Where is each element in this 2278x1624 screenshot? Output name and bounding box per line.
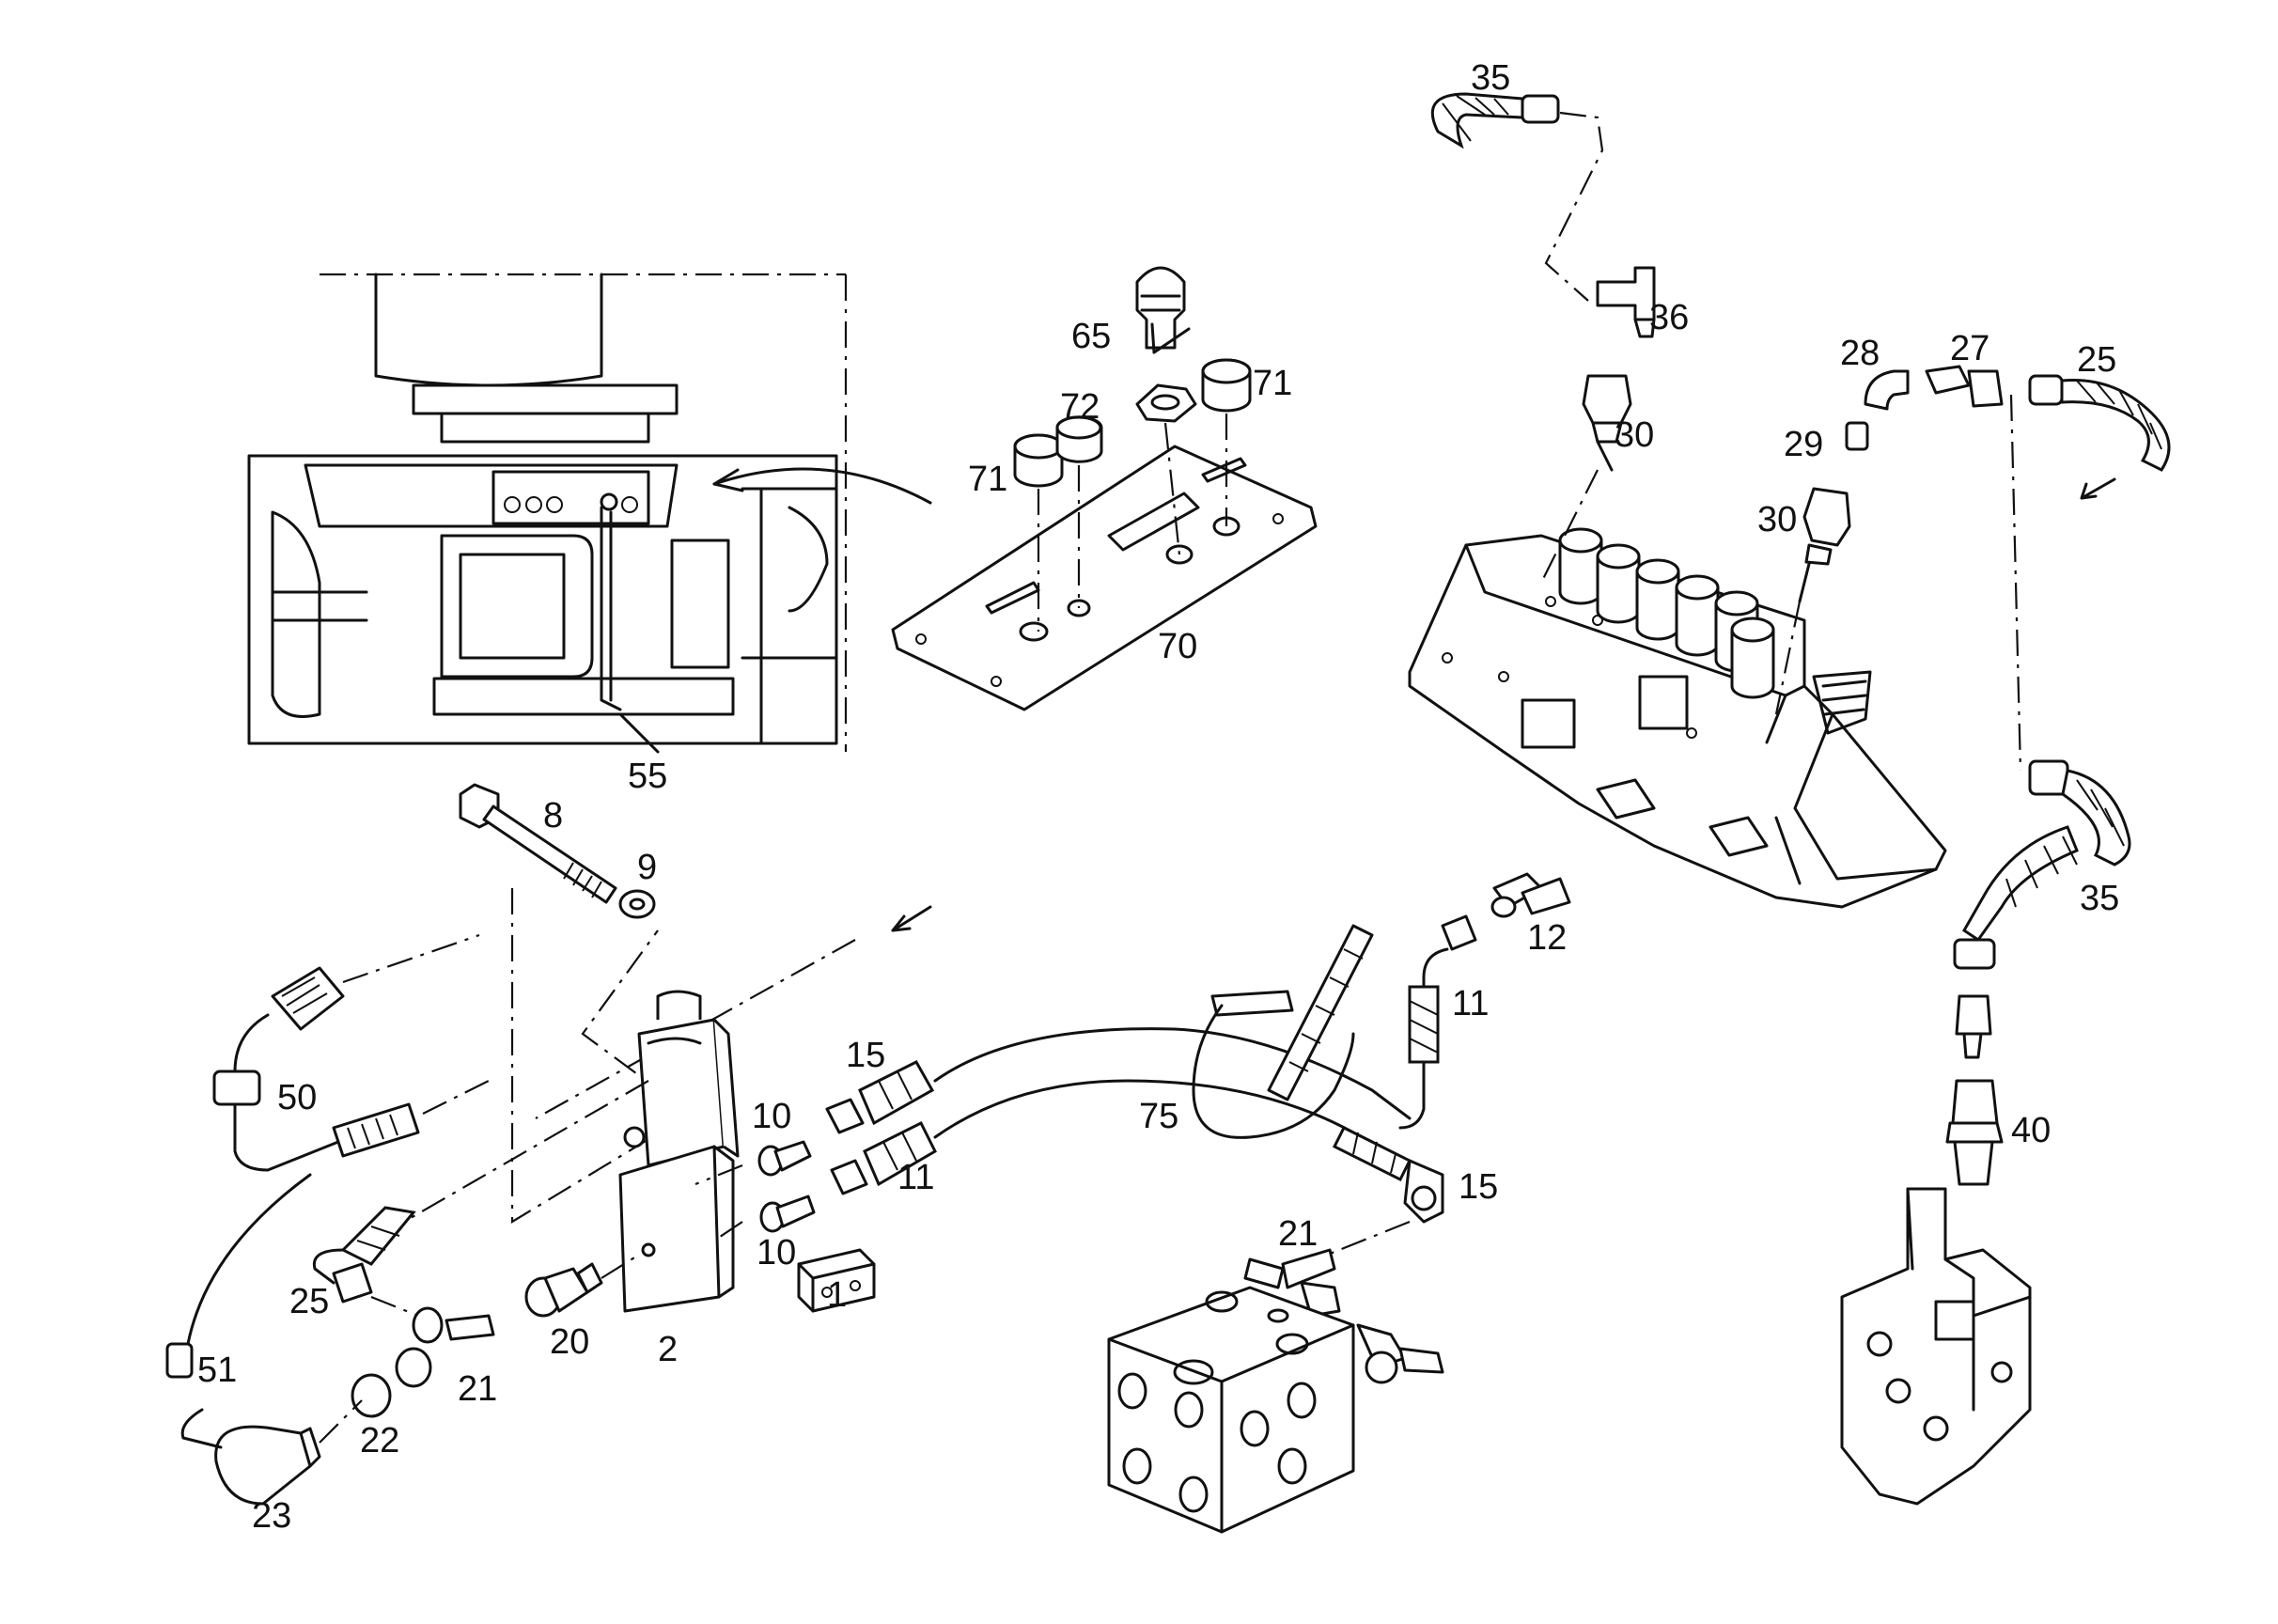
- callout-27: 27: [1950, 329, 1989, 368]
- fitting-27: [1925, 365, 2004, 408]
- callout-15b: 15: [1459, 1167, 1498, 1207]
- hose-11-left: [830, 1120, 937, 1195]
- adapter-30-upper: [1582, 374, 1632, 472]
- washer-9: [618, 889, 656, 919]
- valve-bank: [1408, 527, 1947, 909]
- callout-35b: 35: [2080, 879, 2119, 918]
- callout-labels: 1 2 8 9 10 10 11 11 12 15 15 20 21 21 22…: [197, 58, 2119, 1536]
- leader-30-lower: [1774, 601, 1802, 715]
- nipple-29: [1845, 421, 1869, 451]
- callout-25b: 25: [2077, 340, 2116, 380]
- leader-25-left: [370, 1295, 419, 1318]
- leader-30-upper: [1540, 469, 1599, 584]
- hose-15-left: [825, 1060, 935, 1134]
- leader-23-22: [319, 1399, 363, 1444]
- callout-65: 65: [1071, 317, 1111, 356]
- adapter-30-lower: [1798, 487, 1851, 603]
- callout-15a: 15: [846, 1036, 885, 1075]
- adapter-40: [1945, 994, 2004, 1186]
- callout-50: 50: [277, 1078, 317, 1117]
- solenoid-coils: [1558, 527, 1775, 699]
- plug-71-left: [1013, 433, 1064, 488]
- plate-center-lines: [1037, 414, 1228, 632]
- leader-65: [1150, 322, 1191, 354]
- leader-2-hose: [403, 1080, 649, 1223]
- callout-72: 72: [1060, 387, 1100, 427]
- hose-25-left: [312, 1206, 416, 1304]
- callout-1: 1: [827, 1275, 847, 1315]
- tee-fitting-36: [1596, 266, 1656, 338]
- callout-51: 51: [197, 1351, 237, 1390]
- plug-72: [1055, 415, 1103, 463]
- leader-50: [342, 933, 490, 1115]
- pressure-switch-2: [618, 990, 740, 1313]
- callout-28: 28: [1840, 334, 1880, 373]
- leader-25-right: [2009, 394, 2022, 772]
- sensor-23: [180, 1408, 321, 1506]
- valve-fitting-right: [1356, 1323, 1444, 1384]
- push-button-65: [1135, 266, 1186, 350]
- fitting-10-lower: [759, 1195, 816, 1233]
- hose-25-right: [2028, 374, 2171, 472]
- plug-71-right: [1201, 358, 1252, 413]
- callout-12: 12: [1527, 918, 1567, 958]
- fitting-21-left: [412, 1306, 495, 1344]
- callout-8: 8: [543, 796, 563, 835]
- hose-line-lower: [933, 1079, 1383, 1148]
- callout-22: 22: [360, 1421, 399, 1460]
- callout-30b: 30: [1757, 500, 1797, 539]
- callout-21a: 21: [458, 1369, 497, 1409]
- callout-70: 70: [1158, 627, 1197, 666]
- callout-55: 55: [628, 757, 667, 796]
- fitting-20: [524, 1262, 603, 1318]
- inset-arrow-head: [712, 468, 744, 492]
- callout-2: 2: [658, 1330, 678, 1369]
- leader-35-top: [1544, 111, 1604, 302]
- callout-75: 75: [1139, 1097, 1178, 1136]
- hose-11-right: [1398, 914, 1477, 1130]
- callout-35a: 35: [1471, 58, 1510, 98]
- leader-20: [601, 1254, 640, 1279]
- callout-10a: 10: [752, 1097, 791, 1136]
- callout-20: 20: [550, 1322, 589, 1362]
- tee-fitting-12: [1490, 872, 1571, 918]
- bolt-8: [459, 783, 617, 904]
- control-plate: [891, 445, 1318, 711]
- cable-tie-75: [1192, 924, 1374, 1139]
- flow-arrow-left: [891, 905, 932, 932]
- fitting-22: [351, 1347, 432, 1418]
- hose-15-right: [1332, 1125, 1444, 1224]
- sensor-connector-50: [165, 966, 420, 1379]
- callout-23: 23: [252, 1496, 291, 1536]
- callout-9: 9: [637, 848, 657, 887]
- callout-30a: 30: [1615, 415, 1654, 455]
- nut-65: [1135, 383, 1197, 423]
- inset-arrow: [712, 467, 932, 505]
- callout-71b: 71: [1253, 364, 1292, 403]
- control-valve-section: [1840, 1187, 2032, 1506]
- hose-line-upper: [933, 1027, 1412, 1120]
- elbow-28: [1864, 369, 1910, 411]
- leader-55: [618, 712, 660, 754]
- fitting-10-upper: [757, 1140, 812, 1177]
- callout-71a: 71: [968, 460, 1007, 499]
- leader-10: [694, 1163, 743, 1241]
- hose-35-top: [1430, 92, 1560, 149]
- manifold-block: [1107, 1286, 1355, 1534]
- fitting-21-center: [1243, 1248, 1341, 1318]
- callout-11b: 11: [1452, 984, 1489, 1023]
- callout-10b: 10: [757, 1233, 796, 1273]
- callout-21b: 21: [1278, 1214, 1318, 1254]
- callout-36: 36: [1649, 298, 1689, 337]
- block-1: [797, 1248, 876, 1313]
- callout-11a: 11: [897, 1158, 934, 1197]
- callout-40: 40: [2011, 1111, 2051, 1150]
- callout-25a: 25: [289, 1282, 329, 1321]
- flow-arrow-right: [2080, 477, 2116, 500]
- cab-inset-view: [247, 273, 848, 752]
- callout-29: 29: [1784, 425, 1823, 464]
- hose-35-lower: [1953, 759, 2131, 970]
- leader-flow-left: [535, 939, 856, 1119]
